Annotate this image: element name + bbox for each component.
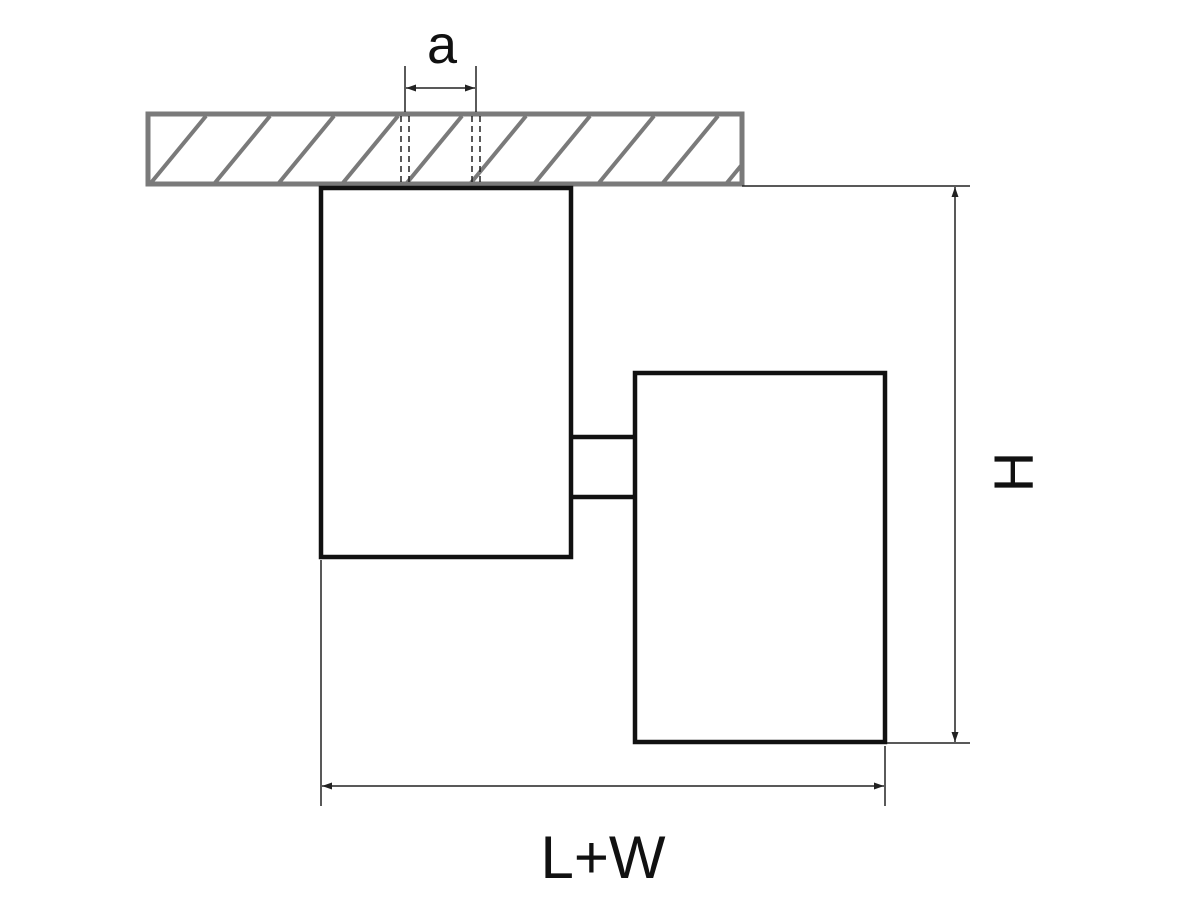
mounting-holes [400,116,481,188]
ceiling-outline [145,111,745,187]
dimension-h: H [742,185,1045,744]
label-lw: L+W [540,824,665,891]
ceiling-surface [145,111,745,187]
label-a: a [427,15,458,75]
label-h: H [982,452,1045,492]
mount-body [318,185,574,560]
dimension-a: a [404,15,477,112]
dimension-lw: L+W [320,560,886,891]
lamp-head [632,370,888,745]
connector-arm [571,434,635,500]
ceiling-hatching [150,116,741,184]
